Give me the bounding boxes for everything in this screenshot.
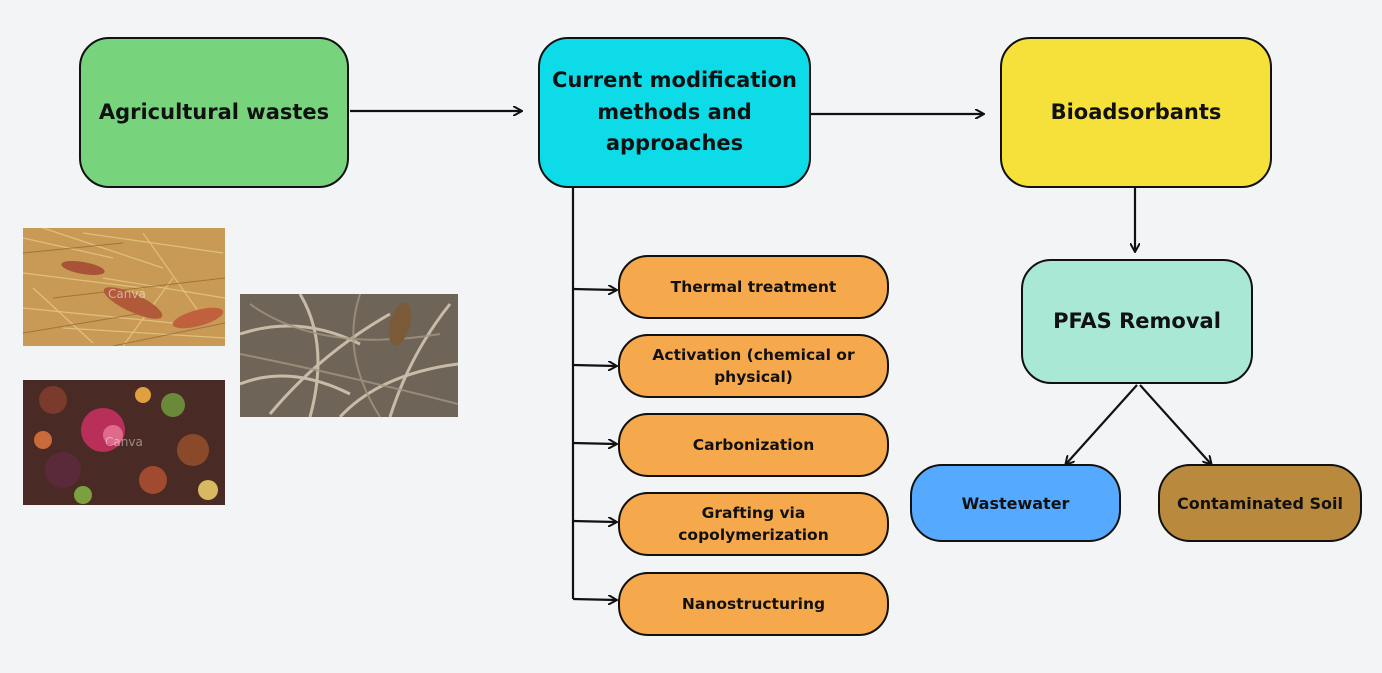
bioadsorbants-box: Bioadsorbants [1000, 37, 1272, 188]
wastewater-label: Wastewater [961, 493, 1070, 513]
straw-and-corncobs-photo: Canva [23, 228, 225, 346]
arrow-to-thermal [572, 289, 616, 290]
method-label: Nanostructuring [681, 594, 826, 613]
agricultural-wastes-label: Agricultural wastes [98, 99, 330, 124]
method-carbonization-box: Carbonization [618, 413, 889, 477]
method-label: Grafting via copolymerization [678, 503, 829, 544]
watermark-label: Canva [108, 287, 146, 301]
bioadsorbants-label: Bioadsorbants [1050, 99, 1222, 124]
method-thermal-treatment-box: Thermal treatment [618, 255, 889, 319]
method-grafting-box: Grafting via copolymerization [618, 492, 889, 556]
arrow-to-carbonization [572, 443, 616, 444]
method-nanostructuring-box: Nanostructuring [618, 572, 889, 636]
wastewater-box: Wastewater [910, 464, 1121, 542]
method-label: Carbonization [692, 435, 815, 454]
method-label: Thermal treatment [670, 277, 837, 296]
contaminated-soil-label: Contaminated Soil [1177, 493, 1343, 513]
watermark-label: Canva [105, 435, 143, 449]
contaminated-soil-box: Contaminated Soil [1158, 464, 1362, 542]
arrow-pfas-to-soil [1139, 384, 1211, 464]
agricultural-wastes-box: Agricultural wastes [79, 37, 349, 188]
arrow-pfas-to-wastewater [1066, 384, 1138, 464]
pfas-removal-box: PFAS Removal [1021, 259, 1253, 384]
modification-methods-label: Current modification methods and approac… [552, 68, 797, 156]
method-activation-box: Activation (chemical or physical) [618, 334, 889, 398]
food-scraps-compost-photo: Canva [23, 380, 225, 505]
modification-methods-box: Current modification methods and approac… [538, 37, 811, 188]
dry-leaves-and-pine-cone-photo [240, 294, 458, 417]
pfas-removal-label: PFAS Removal [1053, 308, 1221, 333]
arrow-to-grafting [572, 521, 616, 522]
arrow-to-activation [572, 365, 616, 366]
method-label: Activation (chemical or physical) [652, 345, 855, 386]
arrow-to-nanostructuring [572, 599, 616, 600]
